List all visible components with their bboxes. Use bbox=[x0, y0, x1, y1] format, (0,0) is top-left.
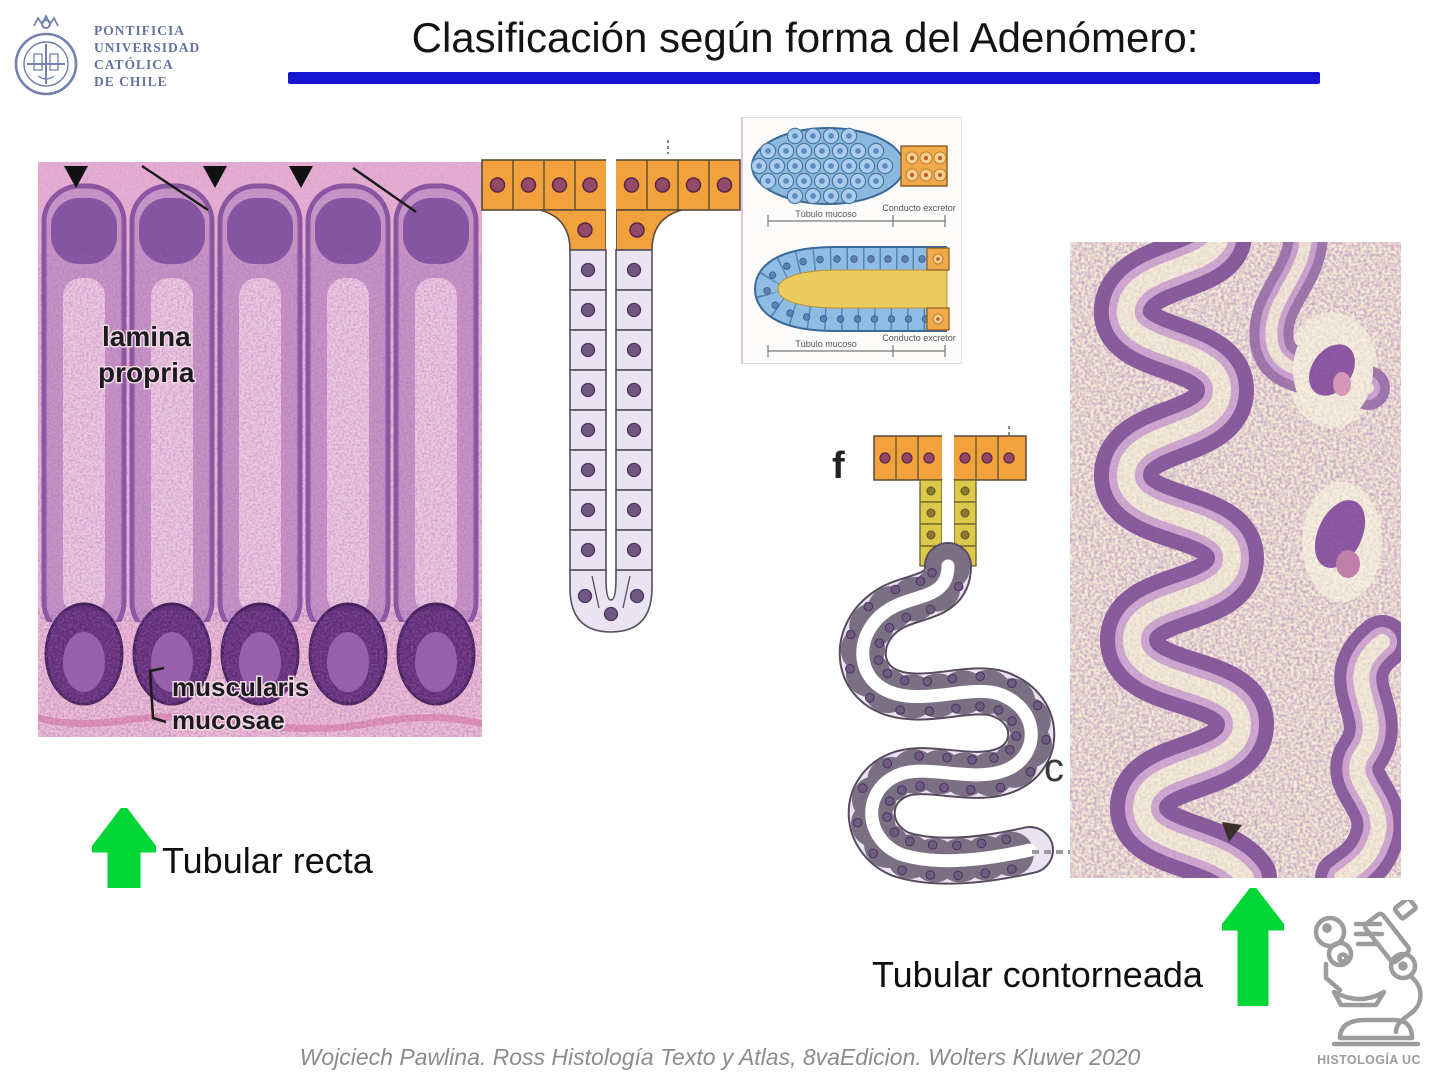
coiled-secretory-tubule bbox=[838, 542, 1056, 885]
tubule-cells bbox=[489, 177, 733, 622]
caption-tubular-contorneada: Tubular contorneada bbox=[872, 954, 1203, 995]
histologia-uc-text: HISTOLOGÍA UC bbox=[1317, 1053, 1421, 1067]
up-arrow-icon bbox=[92, 808, 156, 888]
arrowhead-icon bbox=[1222, 822, 1242, 842]
mucous-tubule-surface-view: Túbulo mucoso Conducto excretor bbox=[750, 127, 956, 227]
uc-logo-line: UNIVERSIDAD bbox=[94, 40, 201, 55]
adjacent-letter-c: c bbox=[1044, 746, 1064, 790]
mucous-tubule-section-view: Túbulo mucoso Conducto excretor bbox=[753, 246, 956, 357]
uc-logo-text: PONTIFICIA UNIVERSIDAD CATÓLICA DE CHILE bbox=[94, 22, 200, 90]
pointer-lines bbox=[141, 165, 417, 213]
microscope-icon bbox=[1313, 896, 1423, 1047]
muscularis-mucosae-label: mucosae bbox=[172, 705, 285, 735]
lamina-propria-label: lamina bbox=[102, 321, 191, 352]
citation: Wojciech Pawlina. Ross Histología Texto … bbox=[299, 1044, 1141, 1070]
tubulo-mucoso-label: Túbulo mucoso bbox=[795, 209, 857, 219]
university-logo: PONTIFICIA UNIVERSIDAD CATÓLICA DE CHILE bbox=[10, 6, 280, 106]
muscularis-mucosae-label: muscularis bbox=[172, 672, 309, 702]
conducto-excretor-label: Conducto excretor bbox=[882, 333, 956, 343]
caption-tubular-recta: Tubular recta bbox=[162, 840, 373, 881]
page-title: Clasificación según forma del Adenómero: bbox=[411, 14, 1199, 61]
straight-tubular-gland-diagram bbox=[481, 140, 741, 633]
lamina-propria-label: propria bbox=[98, 357, 195, 388]
title-underline bbox=[288, 72, 1320, 84]
uc-logo-line: PONTIFICIA bbox=[94, 23, 186, 38]
bracket bbox=[148, 666, 167, 724]
panel-letter-f: f bbox=[832, 445, 845, 487]
uc-crest-icon bbox=[14, 13, 78, 96]
coiled-tubular-gland-diagram: f bbox=[832, 426, 1074, 885]
arrowhead-icon bbox=[64, 166, 313, 188]
straight-tubular-micrograph: lamina propria muscularis mucosae bbox=[38, 162, 482, 737]
coiled-tubular-micrograph bbox=[1070, 242, 1401, 878]
conducto-excretor-label: Conducto excretor bbox=[882, 203, 956, 213]
uc-logo-line: CATÓLICA bbox=[94, 57, 174, 72]
tubulo-mucoso-label: Túbulo mucoso bbox=[795, 339, 857, 349]
mucous-tubule-diagram-card: Túbulo mucoso Conducto excretor Túbulo m… bbox=[741, 117, 962, 364]
up-arrow-icon bbox=[1222, 888, 1284, 1006]
histologia-uc-logo: HISTOLOGÍA UC bbox=[1300, 896, 1438, 1078]
uc-logo-line: DE CHILE bbox=[94, 74, 168, 89]
